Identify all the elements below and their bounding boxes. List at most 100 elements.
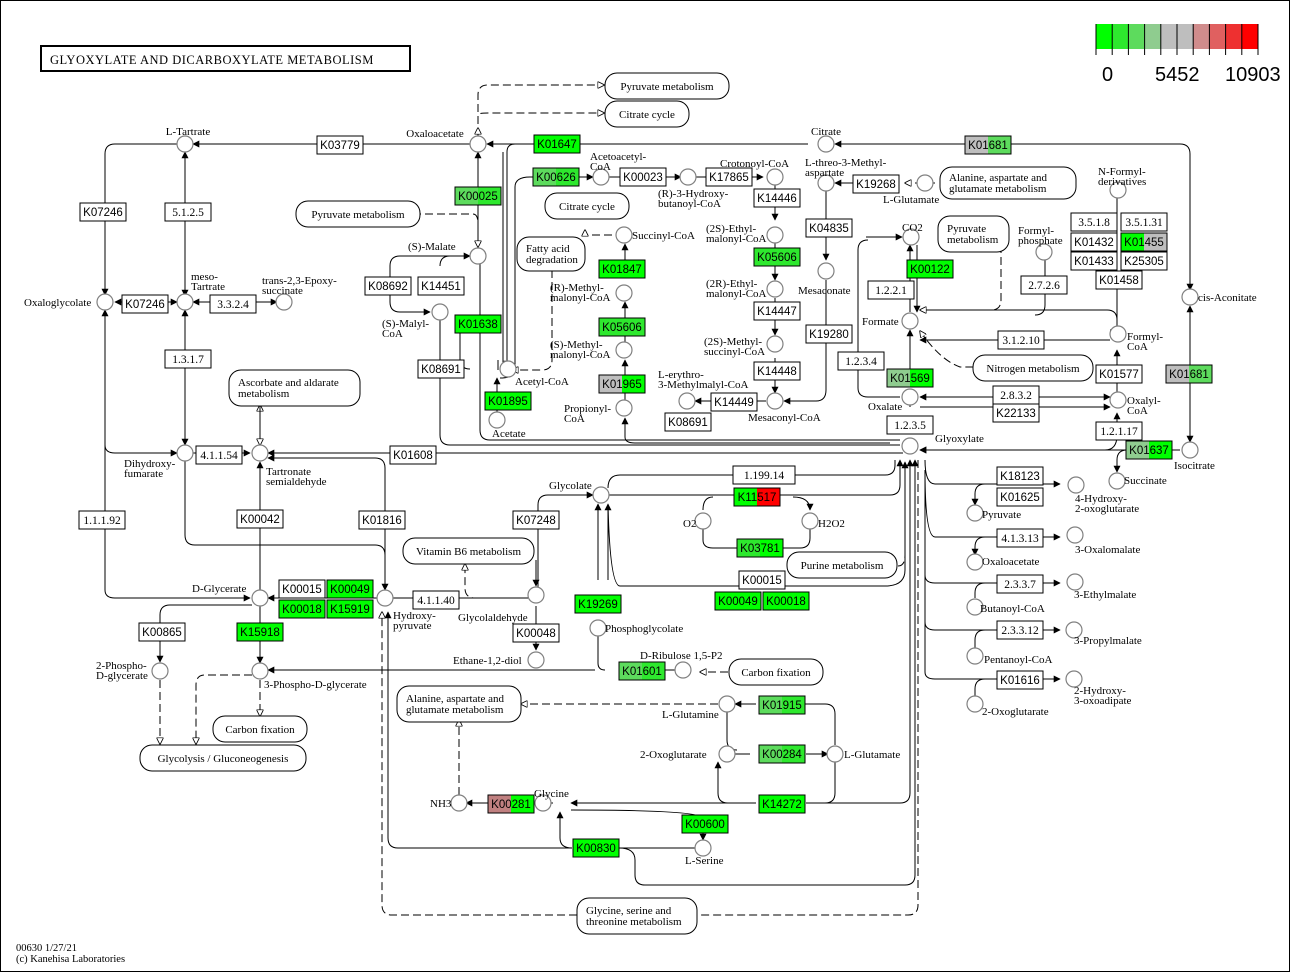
enzyme-4.1.3.13[interactable]: 4.1.3.13 [996, 528, 1044, 548]
enzyme-K01433[interactable]: K01433 [1070, 251, 1118, 271]
compound-formate[interactable]: Formate [862, 312, 919, 330]
enzyme-box[interactable] [852, 174, 900, 194]
compound-2-phospho-d-glycerate[interactable]: 2-Phospho-D-glycerate [96, 660, 169, 682]
compound-s-methylmalonyl-coa[interactable]: (S)-Methyl-malonyl-CoA [550, 339, 633, 361]
compound-3-phospho-d-glycerate[interactable]: 3-Phospho-D-glycerate [251, 662, 367, 691]
enzyme-box[interactable] [1020, 275, 1068, 295]
enzyme-box[interactable] [996, 620, 1044, 640]
enzyme-box[interactable] [389, 445, 437, 465]
enzyme-K15918[interactable]: K15918 [236, 622, 284, 642]
enzyme-K08691[interactable]: K08691 [417, 359, 465, 379]
enzyme-box[interactable] [714, 591, 762, 611]
enzyme-K08692[interactable]: K08692 [364, 276, 412, 296]
enzyme-1.3.1.7[interactable]: 1.3.1.7 [164, 349, 212, 369]
compound-node[interactable] [469, 135, 487, 153]
map-link-box[interactable] [396, 685, 522, 723]
compound-node[interactable] [488, 411, 506, 429]
compound-s-malate[interactable]: (S)-Malate [408, 241, 487, 265]
compound-node[interactable] [1067, 476, 1085, 494]
compound-3-oxalomalate[interactable]: 3-Oxalomalate [1066, 526, 1140, 556]
enzyme-box[interactable] [487, 794, 535, 814]
enzyme-box[interactable] [732, 465, 796, 485]
compound-node[interactable] [251, 444, 269, 462]
enzyme-K01816[interactable]: K01816 [358, 510, 406, 530]
compound-l-erythro-3-methylmalyl-coa[interactable]: L-erythro-3-Methylmalyl-CoA [658, 369, 748, 410]
enzyme-K00023[interactable]: K00023 [619, 167, 667, 187]
compound-s-malyl-coa[interactable]: (S)-Malyl-CoA [382, 303, 449, 340]
enzyme-box[interactable] [417, 276, 465, 296]
map-link-vitamin-b6[interactable]: Vitamin B6 metabolism [402, 537, 535, 565]
map-link-box[interactable] [604, 72, 730, 100]
compound-2s-ethylmalonyl-coa[interactable]: (2S)-Ethyl-malonyl-CoA [706, 223, 784, 245]
enzyme-K14448[interactable]: K14448 [753, 361, 801, 381]
enzyme-K00600[interactable]: K00600 [681, 814, 729, 834]
enzyme-K00626[interactable]: K00626 [532, 167, 580, 187]
compound-node[interactable] [176, 444, 194, 462]
enzyme-box[interactable] [1095, 364, 1143, 384]
enzyme-K07248[interactable]: K07248 [512, 510, 560, 530]
enzyme-K14451[interactable]: K14451 [417, 276, 465, 296]
enzyme-K14449[interactable]: K14449 [710, 392, 758, 412]
enzyme-box[interactable] [1120, 251, 1168, 271]
map-link-purine-metabolism[interactable]: Purine metabolism [786, 551, 898, 579]
map-link-citrate-cycle-1[interactable]: Citrate cycle [604, 100, 690, 128]
enzyme-K01647[interactable]: K01647 [533, 134, 581, 154]
enzyme-4.1.1.54[interactable]: 4.1.1.54 [195, 445, 243, 465]
enzyme-K11517[interactable]: K11517 [733, 487, 781, 507]
compound-node[interactable] [916, 174, 934, 192]
enzyme-K01895[interactable]: K01895 [484, 391, 532, 411]
enzyme-K05606[interactable]: K05606 [598, 317, 646, 337]
compound-glycolate[interactable]: Glycolate [549, 480, 610, 504]
map-link-box[interactable] [728, 658, 824, 686]
compound-mesaconyl-coa[interactable]: Mesaconyl-CoA [748, 392, 821, 424]
compound-node[interactable] [615, 341, 633, 359]
enzyme-box[interactable] [762, 591, 810, 611]
compound-meso-tartrate[interactable]: meso-Tartrate [176, 271, 225, 311]
compound-node[interactable] [589, 619, 607, 637]
compound-node[interactable] [966, 695, 984, 713]
compound-citrate[interactable]: Citrate [811, 126, 841, 153]
enzyme-K00284[interactable]: K00284 [758, 744, 806, 764]
compound-acetate[interactable]: Acetate [488, 411, 526, 440]
compound-co2[interactable]: CO2 [902, 222, 923, 246]
enzyme-box[interactable] [1095, 270, 1143, 290]
enzyme-2.3.3.12[interactable]: 2.3.3.12 [996, 620, 1044, 640]
map-link-box[interactable] [228, 369, 361, 407]
compound-node[interactable] [527, 651, 545, 669]
enzyme-K01569[interactable]: K01569 [886, 368, 934, 388]
enzyme-box[interactable] [316, 135, 364, 155]
enzyme-3.5.1.8[interactable]: 3.5.1.8 [1070, 212, 1118, 232]
compound-l-glutamine[interactable]: L-Glutamine [662, 695, 736, 721]
compound-node[interactable] [1066, 573, 1084, 591]
enzyme-1.2.3.4[interactable]: 1.2.3.4 [837, 351, 885, 371]
enzyme-K01965[interactable]: K01965 [598, 374, 646, 394]
enzyme-K01455[interactable]: K01455 [1120, 232, 1168, 252]
compound-cis-aconitate[interactable]: cis-Aconitate [1181, 288, 1257, 306]
compound-node[interactable] [817, 262, 835, 280]
map-link-box[interactable] [604, 100, 690, 128]
enzyme-box[interactable] [78, 510, 126, 530]
enzyme-2.3.3.7[interactable]: 2.3.3.7 [996, 574, 1044, 594]
enzyme-K01915[interactable]: K01915 [758, 695, 806, 715]
compound-dihydroxyfumarate[interactable]: Dihydroxy-fumarate [124, 444, 194, 480]
compound-node[interactable] [901, 388, 919, 406]
enzyme-box[interactable] [417, 359, 465, 379]
enzyme-K01616[interactable]: K01616 [996, 670, 1044, 690]
compound-node[interactable] [694, 839, 712, 857]
compound-node[interactable] [151, 662, 169, 680]
compound-2s-methylsuccinyl-coa[interactable]: (2S)-Methyl-succinyl-CoA [704, 335, 784, 358]
map-link-box[interactable] [937, 215, 1010, 253]
compound-isocitrate[interactable]: Isocitrate [1174, 441, 1215, 472]
compound-node[interactable] [766, 392, 784, 410]
enzyme-box[interactable] [454, 186, 502, 206]
compound-node[interactable] [1035, 243, 1053, 261]
compound-mesaconate[interactable]: Mesaconate [798, 262, 851, 297]
enzyme-K14447[interactable]: K14447 [753, 301, 801, 321]
enzyme-K00830[interactable]: K00830 [572, 838, 620, 858]
enzyme-box[interactable] [598, 259, 646, 279]
enzyme-box[interactable] [512, 510, 560, 530]
enzyme-box[interactable] [574, 594, 622, 614]
